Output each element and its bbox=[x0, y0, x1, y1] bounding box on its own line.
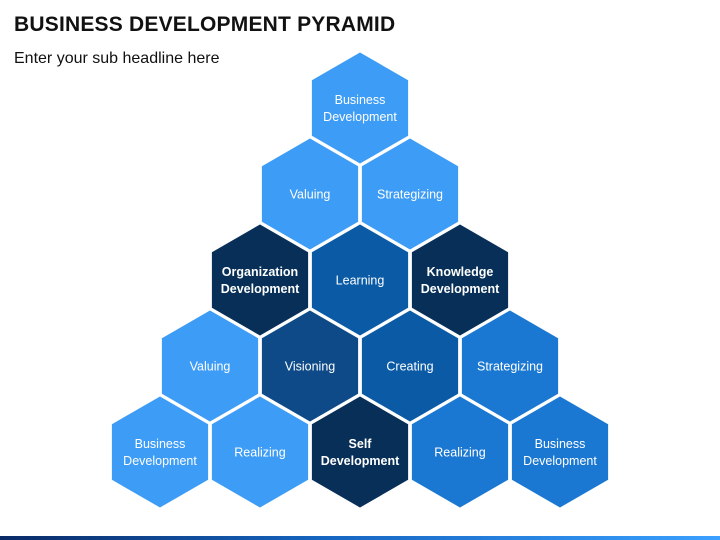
hexagon-shape bbox=[309, 393, 411, 511]
hexagon-shape bbox=[109, 393, 211, 511]
hexagon-shape bbox=[509, 393, 611, 511]
page-title: BUSINESS DEVELOPMENT PYRAMID bbox=[14, 13, 396, 36]
hexagon-realizing-left: Realizing bbox=[209, 393, 311, 511]
hexagon-strategizing-2: Strategizing bbox=[359, 135, 461, 253]
hexagon-label: Knowledge bbox=[427, 265, 494, 279]
hexagon-shape bbox=[409, 393, 511, 511]
hexagon-label: Learning bbox=[336, 274, 385, 288]
hexagon-label: Valuing bbox=[190, 360, 231, 374]
hexagon-label: Development bbox=[323, 110, 397, 124]
hexagon-label: Realizing bbox=[434, 446, 485, 460]
hexagon-label: Development bbox=[421, 282, 500, 296]
hexagon-label: Business bbox=[535, 437, 586, 451]
bottom-accent-bar bbox=[0, 536, 720, 540]
hexagon-label: Development bbox=[523, 454, 597, 468]
hexagon-realizing-right: Realizing bbox=[409, 393, 511, 511]
page-subtitle: Enter your sub headline here bbox=[14, 50, 220, 67]
hexagon-label: Self bbox=[349, 437, 373, 451]
hexagon-label: Creating bbox=[386, 360, 433, 374]
hexagon-label: Business bbox=[135, 437, 186, 451]
hexagon-label: Strategizing bbox=[477, 360, 543, 374]
hexagon-label: Development bbox=[221, 282, 300, 296]
hexagon-label: Development bbox=[123, 454, 197, 468]
hexagon-label: Development bbox=[321, 454, 400, 468]
hexagon-label: Strategizing bbox=[377, 188, 443, 202]
hexagon-label: Business bbox=[335, 93, 386, 107]
hexagon-label: Organization bbox=[222, 265, 298, 279]
hexagon-label: Realizing bbox=[234, 446, 285, 460]
hexagon-shape bbox=[209, 393, 311, 511]
hexagon-valuing-2: Valuing bbox=[259, 135, 361, 253]
hexagon-label: Valuing bbox=[290, 188, 331, 202]
hexagon-label: Visioning bbox=[285, 360, 336, 374]
